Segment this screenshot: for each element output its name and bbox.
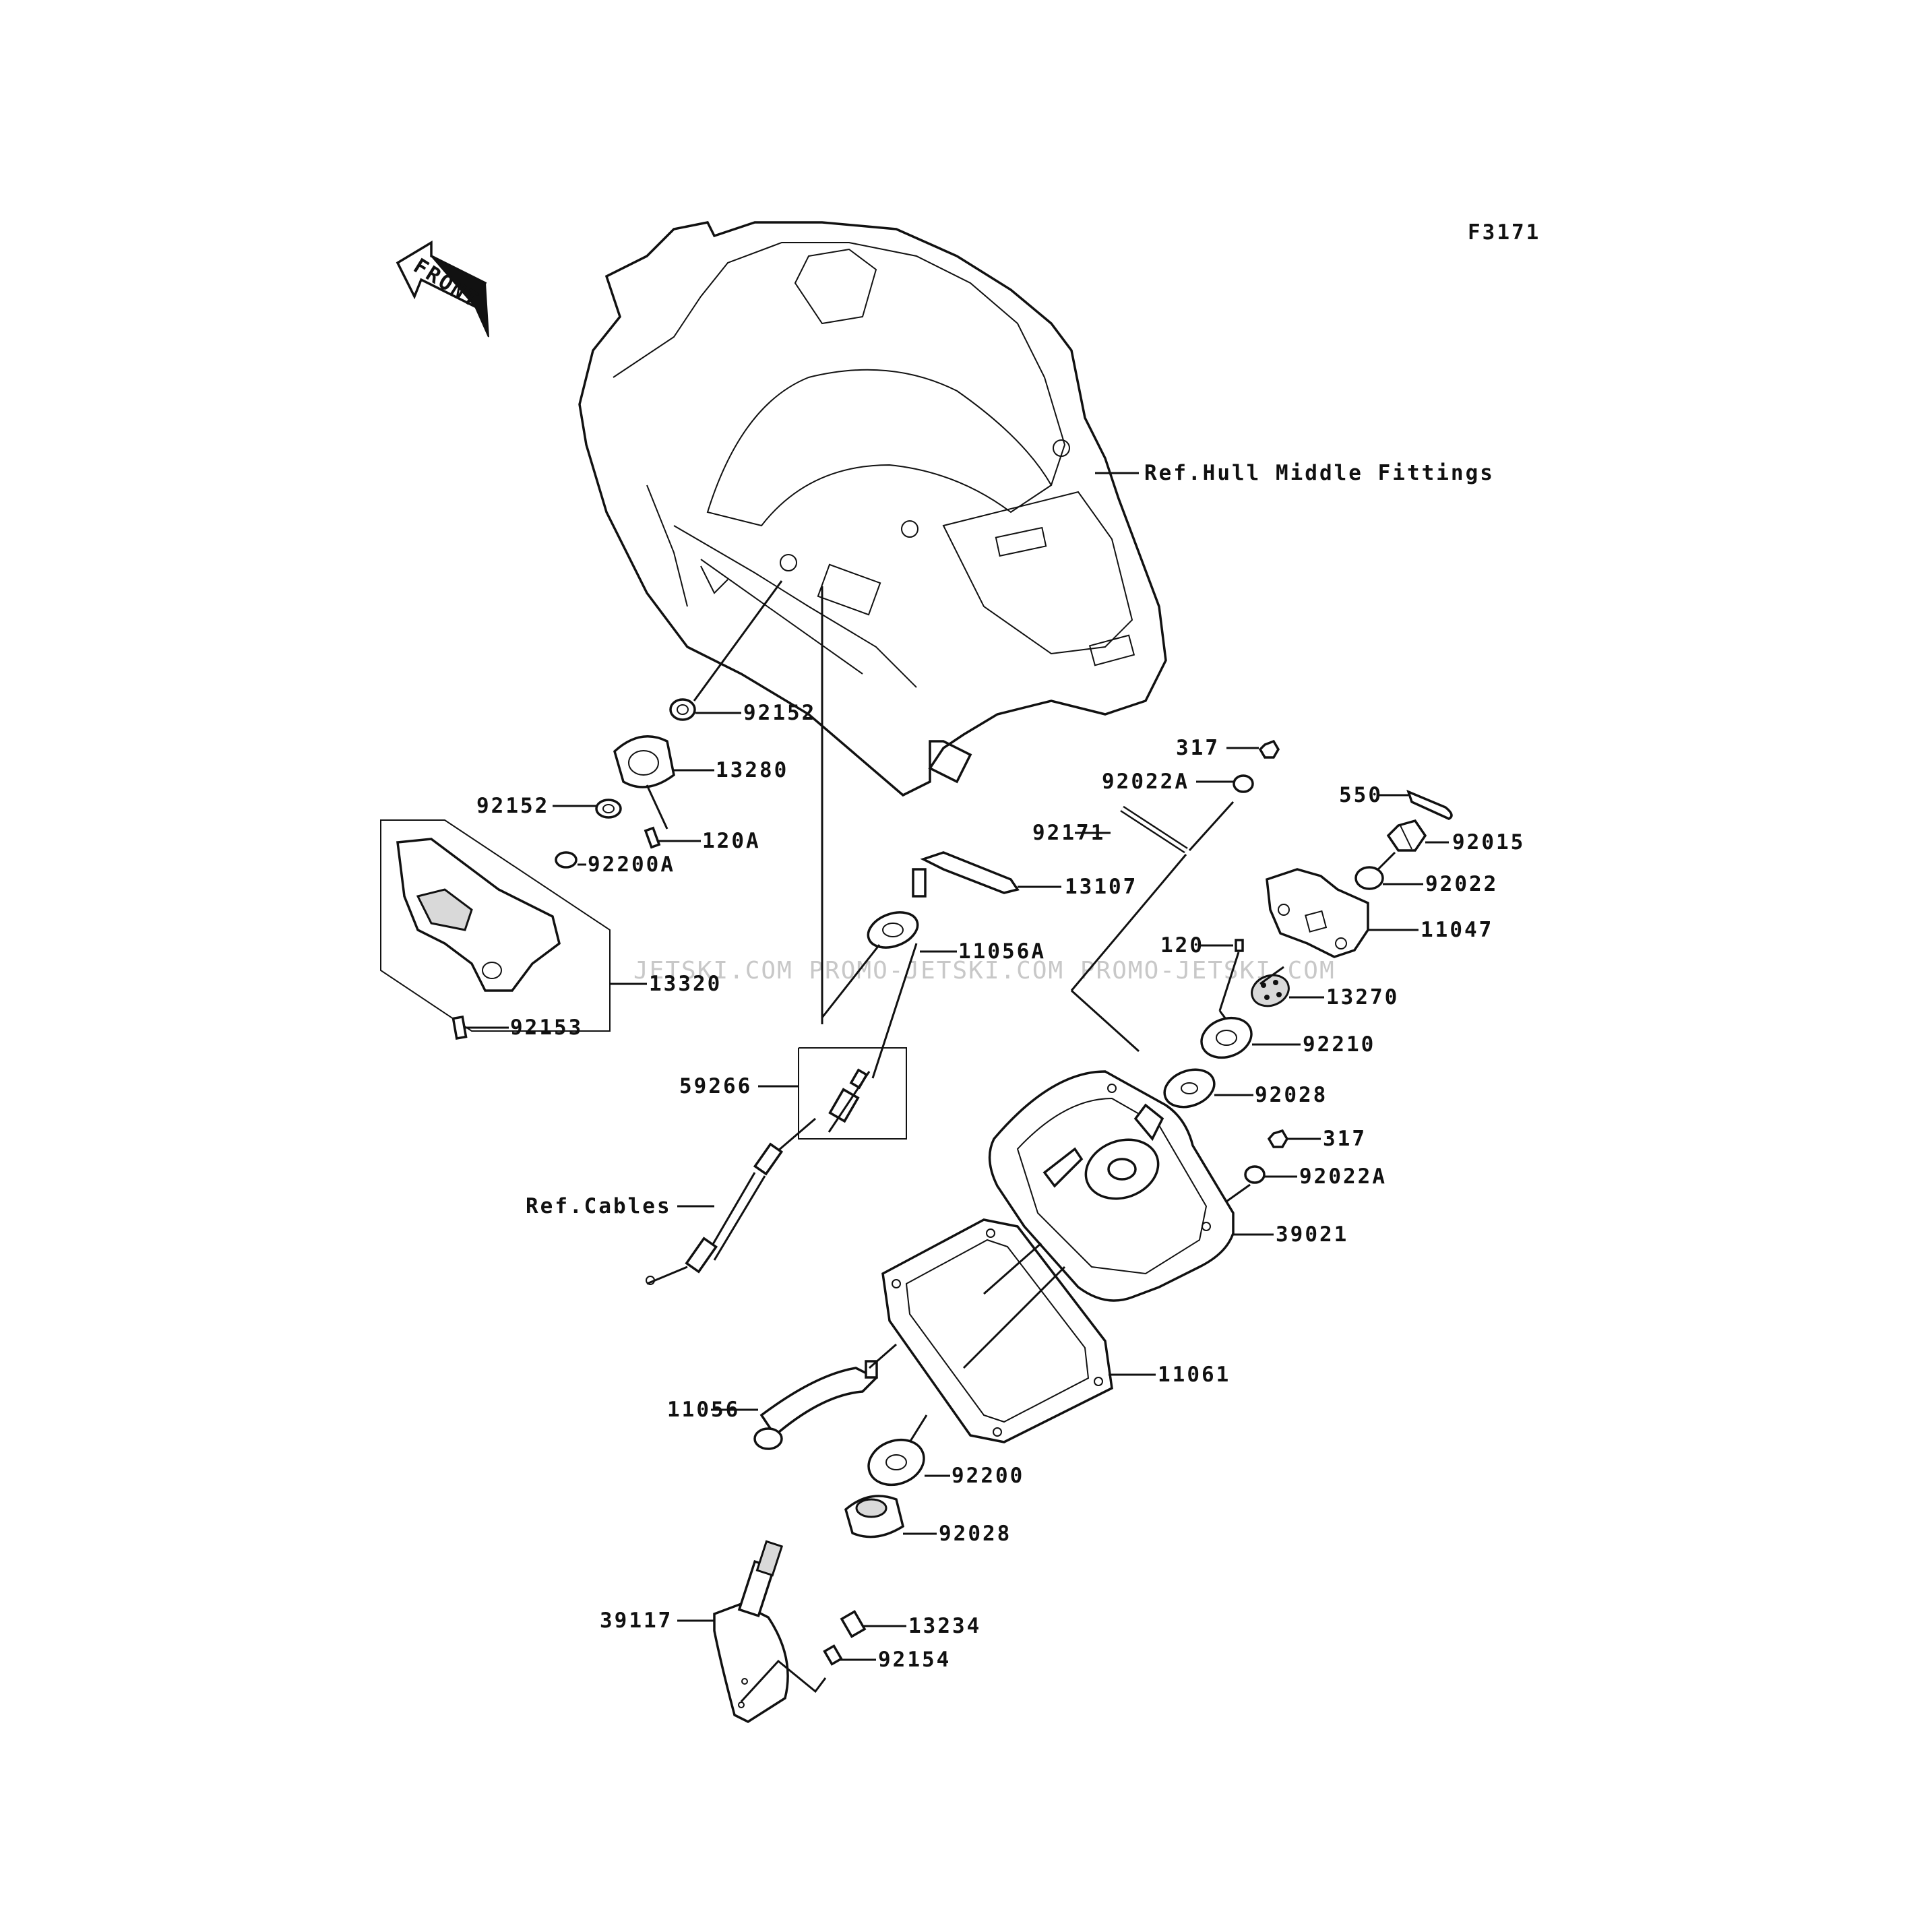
- part-92015: [1386, 819, 1427, 852]
- label-92022A-top: 92022A: [1102, 770, 1189, 794]
- part-317-top: [1258, 739, 1280, 759]
- part-13280: [613, 735, 675, 788]
- label-92028-top: 92028: [1255, 1083, 1328, 1107]
- part-59266: [828, 1068, 869, 1123]
- label-13107: 13107: [1065, 875, 1138, 899]
- part-11061: [881, 1218, 1113, 1443]
- label-92152-left: 92152: [476, 794, 549, 818]
- part-92028-bottom: [844, 1495, 905, 1538]
- part-550: [1406, 789, 1453, 820]
- part-92153: [451, 1015, 468, 1040]
- label-92022A-mid: 92022A: [1299, 1164, 1387, 1189]
- hull-middle-fittings: [578, 221, 1167, 797]
- part-11056: [753, 1360, 878, 1450]
- label-550: 550: [1339, 783, 1383, 807]
- label-11047: 11047: [1421, 918, 1493, 942]
- label-13320: 13320: [649, 972, 722, 996]
- part-92028-top: [1163, 1068, 1216, 1109]
- label-59266: 59266: [679, 1074, 752, 1098]
- part-11047: [1266, 868, 1369, 958]
- part-120: [1235, 939, 1244, 952]
- ref-cables: Ref.Cables: [526, 1194, 672, 1218]
- label-11056A: 11056A: [958, 939, 1046, 964]
- label-92200A: 92200A: [588, 852, 675, 877]
- label-317-top: 317: [1176, 736, 1220, 760]
- label-120: 120: [1160, 933, 1204, 958]
- part-92200: [867, 1438, 925, 1487]
- part-92200A: [555, 851, 578, 869]
- watermark: JETSKI.COM PROMO-JETSKI.COM PROMO-JETSKI…: [633, 957, 1336, 985]
- group-box-13320: [380, 819, 611, 1032]
- part-92210: [1200, 1016, 1253, 1059]
- part-39021: [988, 1070, 1235, 1302]
- label-39117: 39117: [600, 1609, 673, 1633]
- label-92200: 92200: [952, 1464, 1024, 1488]
- label-39021: 39021: [1276, 1222, 1348, 1247]
- part-92152-left: [595, 799, 622, 819]
- part-13320: [396, 838, 561, 992]
- part-92022A-top: [1233, 774, 1254, 793]
- label-120A: 120A: [702, 829, 761, 853]
- ref-hull-middle-fittings: Ref.Hull Middle Fittings: [1144, 461, 1495, 485]
- part-92171: [1120, 805, 1188, 854]
- label-13280: 13280: [716, 758, 788, 782]
- part-92152-top: [669, 698, 696, 721]
- label-11056: 11056: [667, 1398, 740, 1422]
- group-box-59266: [798, 1047, 907, 1140]
- label-92015: 92015: [1452, 830, 1525, 854]
- label-317-mid: 317: [1323, 1127, 1367, 1151]
- part-92022A-mid: [1244, 1165, 1266, 1184]
- label-92210: 92210: [1303, 1032, 1375, 1057]
- label-13270: 13270: [1326, 985, 1399, 1009]
- part-92022: [1354, 866, 1384, 890]
- part-120A: [644, 826, 661, 849]
- label-92153: 92153: [510, 1016, 583, 1040]
- label-92022: 92022: [1425, 872, 1498, 896]
- label-92171: 92171: [1032, 821, 1105, 845]
- part-92154: [823, 1644, 843, 1666]
- part-cable: [646, 1071, 871, 1285]
- part-39117: [713, 1540, 789, 1724]
- front-arrow-icon: FRONT: [396, 240, 489, 338]
- label-13234: 13234: [908, 1614, 981, 1638]
- part-13107: [912, 851, 1020, 898]
- label-92028-bottom: 92028: [939, 1522, 1011, 1546]
- figure-code: F3171: [1468, 220, 1540, 245]
- part-13234: [840, 1610, 867, 1638]
- label-11061: 11061: [1158, 1363, 1230, 1387]
- part-11056A: [867, 911, 919, 949]
- part-317-mid: [1267, 1129, 1289, 1148]
- label-92154: 92154: [878, 1648, 951, 1672]
- label-92152-top: 92152: [743, 701, 816, 725]
